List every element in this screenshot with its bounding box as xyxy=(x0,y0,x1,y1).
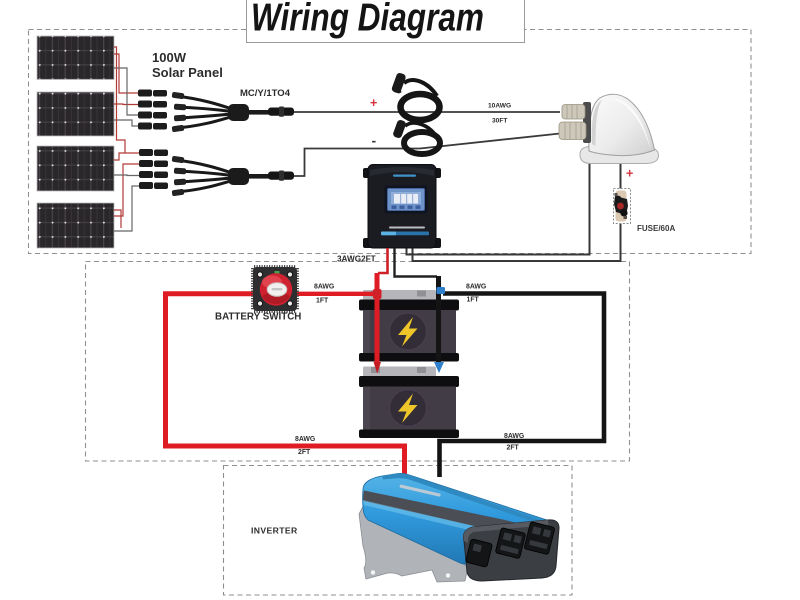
svg-text:INVERTER: INVERTER xyxy=(251,526,298,536)
svg-text:2FT: 2FT xyxy=(298,449,311,456)
svg-text:8AWG: 8AWG xyxy=(314,284,334,291)
svg-text:8AWG: 8AWG xyxy=(504,433,524,440)
svg-text:+: + xyxy=(626,167,633,181)
svg-text:3AWG2FT: 3AWG2FT xyxy=(337,255,376,264)
svg-text:1FT: 1FT xyxy=(316,298,329,305)
svg-text:8AWG: 8AWG xyxy=(466,284,486,291)
svg-text:100W: 100W xyxy=(152,50,187,65)
svg-text:Wiring Diagram: Wiring Diagram xyxy=(251,0,484,40)
svg-text:30FT: 30FT xyxy=(492,118,507,125)
svg-text:FUSE/60A: FUSE/60A xyxy=(637,224,675,233)
svg-text:-: - xyxy=(372,133,377,149)
svg-text:10AWG: 10AWG xyxy=(488,103,511,110)
svg-text:Solar Panel: Solar Panel xyxy=(152,65,223,80)
svg-text:MC/Y/1TO4: MC/Y/1TO4 xyxy=(240,88,291,99)
svg-text:1FT: 1FT xyxy=(467,297,480,304)
svg-text:8AWG: 8AWG xyxy=(295,436,315,443)
svg-text:BATTERY SWITCH: BATTERY SWITCH xyxy=(215,312,301,323)
svg-text:2FT: 2FT xyxy=(507,445,520,452)
svg-text:+: + xyxy=(370,96,377,110)
